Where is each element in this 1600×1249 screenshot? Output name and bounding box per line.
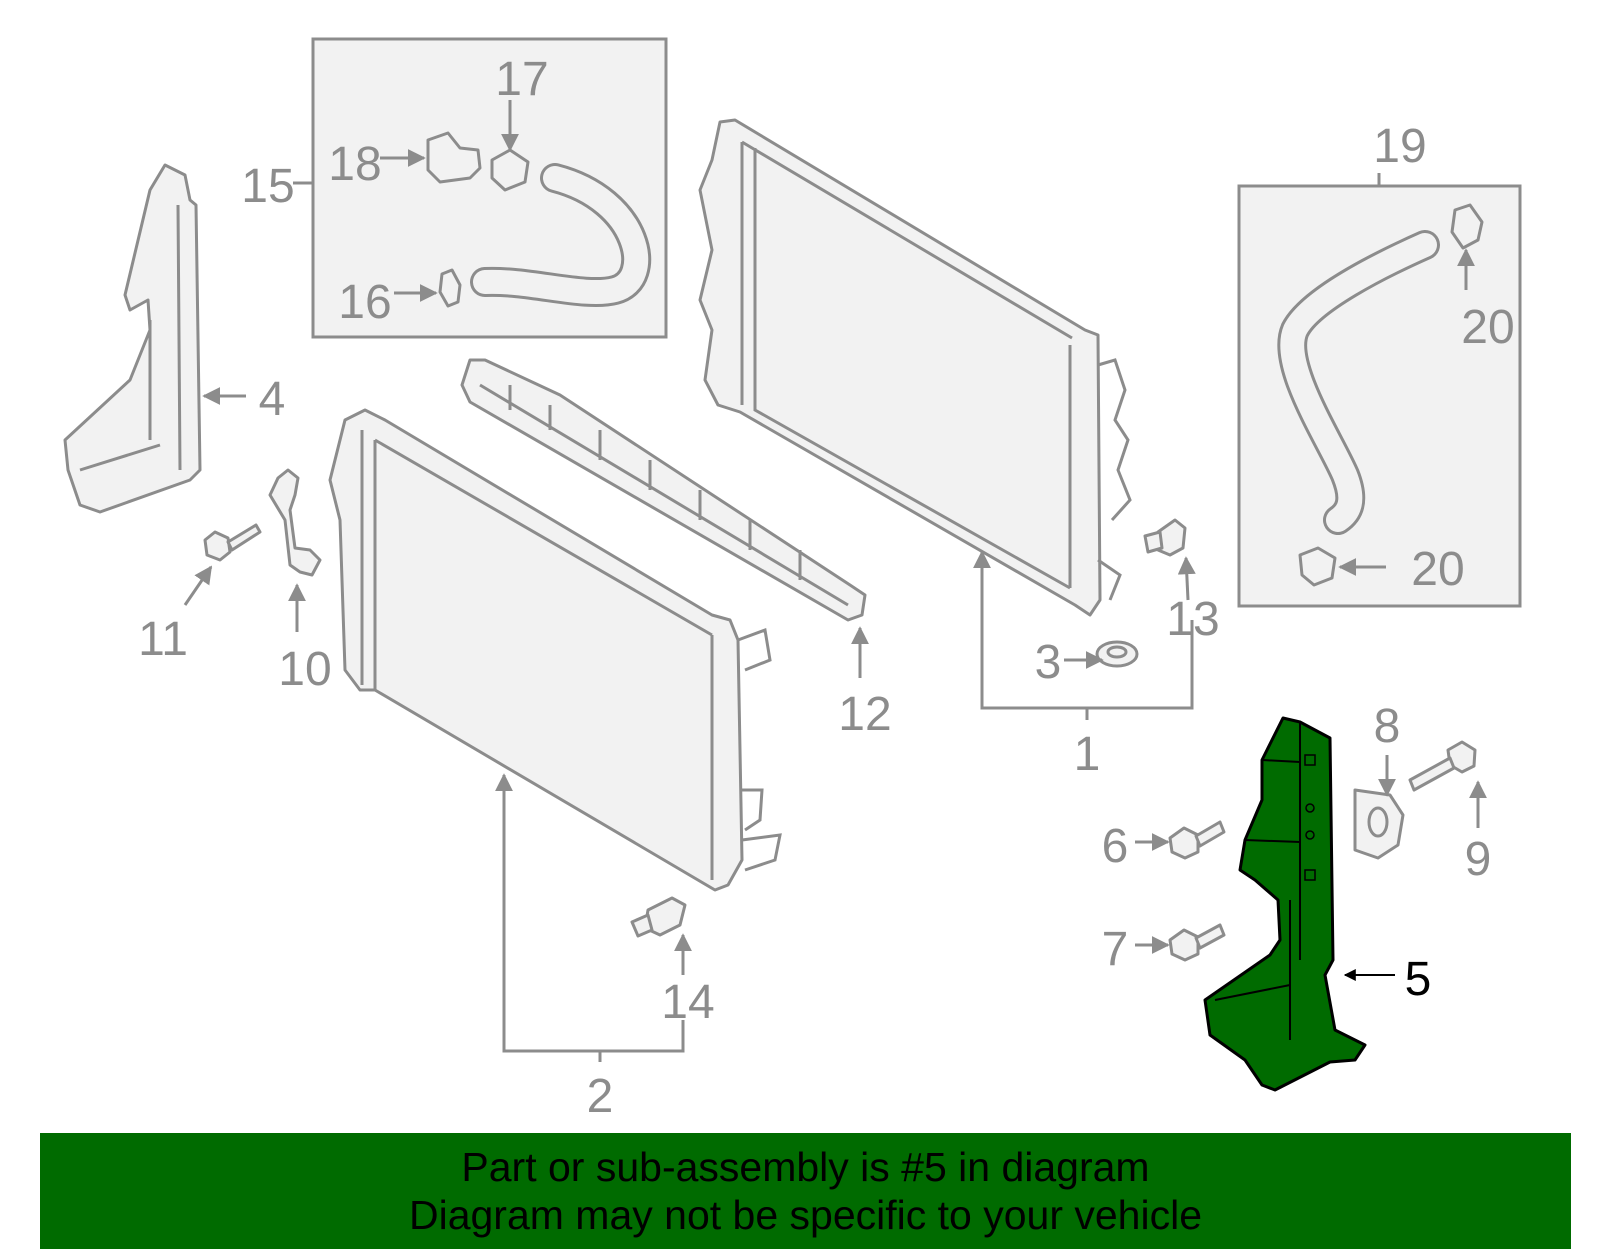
- part-7-bolt[interactable]: [1168, 923, 1226, 962]
- callout-3: 3: [1035, 636, 1062, 689]
- box-15-upper-hose: [293, 37, 668, 339]
- part-6-bolt[interactable]: [1168, 820, 1226, 860]
- callout-6: 6: [1102, 820, 1129, 873]
- leader-lines: [183, 387, 1487, 1062]
- part-12-support[interactable]: [460, 358, 867, 622]
- callout-12: 12: [838, 688, 891, 741]
- part-8-grommet[interactable]: [1353, 788, 1405, 860]
- callout-20-upper: 20: [1461, 301, 1514, 354]
- callout-9: 9: [1465, 833, 1492, 886]
- part-20-clamp-lower[interactable]: [1298, 546, 1337, 587]
- banner-line-2: Diagram may not be specific to your vehi…: [408, 1192, 1202, 1238]
- callout-14: 14: [661, 976, 714, 1029]
- part-2-condenser[interactable]: [328, 408, 782, 892]
- part-1-radiator[interactable]: [698, 118, 1132, 617]
- callout-2: 2: [587, 1070, 614, 1123]
- part-14-sensor[interactable]: [630, 896, 687, 938]
- callout-19: 19: [1373, 120, 1426, 173]
- callout-20-lower: 20: [1411, 543, 1464, 596]
- part-13-sensor[interactable]: [1143, 518, 1187, 557]
- notice-banner: Part or sub-assembly is #5 in diagram Di…: [40, 1133, 1571, 1249]
- part-16-clamp[interactable]: [438, 268, 462, 308]
- part-4-air-guide[interactable]: [63, 163, 202, 514]
- callout-11: 11: [138, 613, 188, 666]
- callout-16: 16: [338, 276, 391, 329]
- callout-10: 10: [278, 643, 331, 696]
- callout-5: 5: [1405, 953, 1432, 1006]
- banner-line-1: Part or sub-assembly is #5 in diagram: [461, 1144, 1150, 1190]
- upper-hose[interactable]: [470, 163, 652, 308]
- part-20-clamp-upper[interactable]: [1450, 203, 1484, 250]
- callout-15: 15: [241, 160, 294, 213]
- callout-7: 7: [1102, 923, 1129, 976]
- callout-8: 8: [1374, 700, 1401, 753]
- callout-17: 17: [495, 53, 548, 106]
- part-11-bolt[interactable]: [203, 523, 262, 562]
- part-18-cap[interactable]: [426, 131, 482, 184]
- part-10-bracket[interactable]: [268, 468, 322, 577]
- lower-hose[interactable]: [1277, 230, 1440, 535]
- part-3-mount[interactable]: [1095, 640, 1139, 668]
- part-5-air-guide[interactable]: [1203, 716, 1367, 1092]
- box-19-lower-hose: [1237, 173, 1522, 608]
- callout-1: 1: [1074, 728, 1101, 781]
- callout-4: 4: [259, 373, 286, 426]
- callout-labels: 1 2 3 4 5 6 7 8 9 10 11 12 13 14 15 16 1…: [138, 53, 1515, 1123]
- part-9-bolt[interactable]: [1408, 740, 1477, 792]
- callout-18: 18: [328, 138, 381, 191]
- callout-13: 13: [1166, 593, 1219, 646]
